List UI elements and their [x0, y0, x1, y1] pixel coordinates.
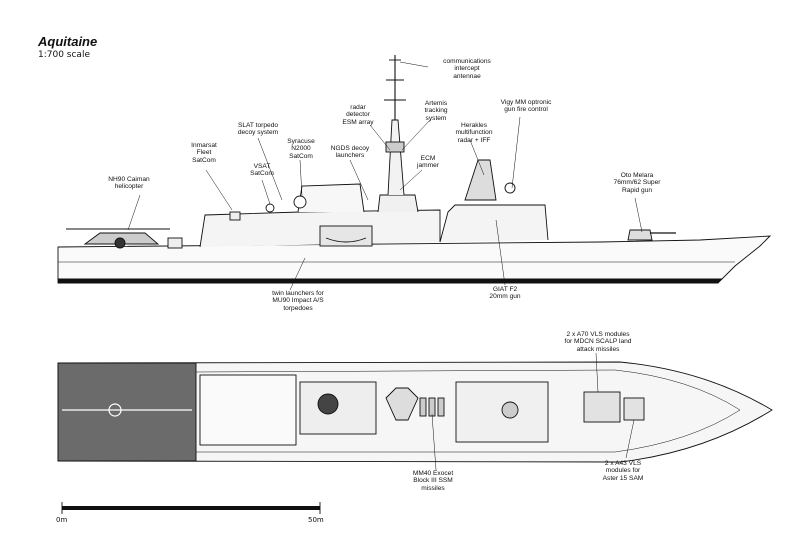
label-a43: 2 x A43 VLS modules for Aster 15 SAM	[602, 460, 644, 482]
waterline	[57, 278, 724, 284]
label-slat: SLAT torpedo decoy system	[237, 122, 279, 137]
label-mm40: MM40 Exocet Block III SSM missiles	[412, 470, 454, 492]
label-syracuse: Syracuse N2000 SatCom	[287, 138, 315, 160]
flight-deck	[57, 362, 197, 462]
bridge-block	[439, 204, 549, 243]
exocet-launchers	[419, 397, 445, 417]
funnel	[297, 183, 365, 213]
herakles-tower	[464, 159, 497, 201]
vsat-dome	[265, 203, 275, 213]
nh90-helicopter	[66, 228, 170, 249]
plan-hangar	[199, 374, 297, 446]
label-oto: Oto Melara 76mm/62 Super Rapid gun	[613, 172, 661, 194]
vls-a70	[583, 391, 621, 423]
scale-bar	[61, 502, 321, 514]
label-herakles: Herakles multifunction radar + IFF	[455, 122, 493, 144]
label-ngds: NGDS decoy launchers	[330, 145, 370, 160]
artemis-dome	[504, 182, 516, 194]
rib-boat	[319, 225, 373, 247]
mast-block	[377, 194, 419, 213]
label-artemis: Artemis tracking system	[424, 100, 448, 122]
ship-title: Aquitaine	[38, 34, 98, 49]
label-ecm: ECM jammer	[417, 155, 439, 170]
label-radar-detector: radar detector ESM array	[342, 104, 374, 126]
scale-text: 1:700 scale	[38, 50, 90, 60]
label-comm-antennae: communications intercept antennae	[443, 58, 491, 80]
label-vigy: Vigy MM optronic gun fire control	[500, 99, 552, 114]
vls-a43	[623, 397, 645, 421]
scale-start: 0m	[56, 516, 68, 524]
plan-view	[57, 361, 773, 463]
syracuse-dome	[293, 195, 307, 209]
label-twin-launchers: twin launchers for MU90 Impact A/S torpe…	[272, 290, 324, 312]
plan-mast	[385, 387, 419, 421]
oto-gun	[627, 229, 653, 241]
label-nh90: NH90 Caiman helicopter	[108, 176, 150, 191]
plan-leader-lines	[431, 352, 635, 471]
label-giat: GIAT F2 20mm gun	[489, 286, 521, 301]
label-a70: 2 x A70 VLS modules for MDCN SCALP land …	[564, 331, 632, 353]
label-vsat: VSAT SatCom	[250, 163, 274, 178]
label-inmarsat: Inmarsat Fleet SatCom	[191, 142, 217, 164]
side-profile	[57, 55, 772, 284]
scale-end: 50m	[308, 516, 324, 524]
side-leader-lines	[127, 61, 643, 291]
plan-funnel	[299, 381, 377, 435]
main-mast	[387, 119, 405, 196]
